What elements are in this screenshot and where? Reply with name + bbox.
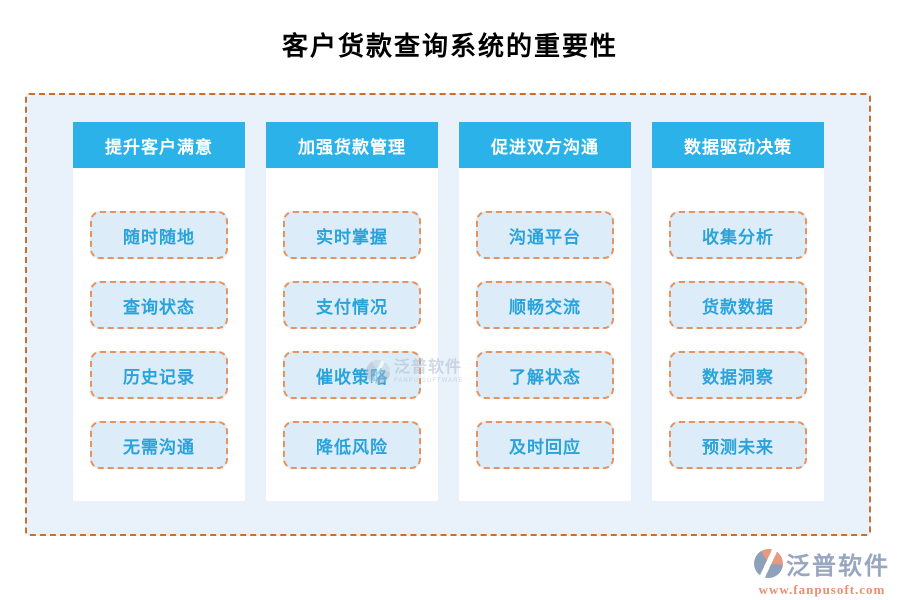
item-box: 历史记录 [90,351,228,399]
item-box: 收集分析 [669,211,807,259]
column-customer-satisfaction: 提升客户满意 随时随地 查询状态 历史记录 无需沟通 [73,122,245,501]
item-box: 沟通平台 [476,211,614,259]
item-box: 查询状态 [90,281,228,329]
item-box: 催收策略 [283,351,421,399]
column-mutual-communication: 促进双方沟通 沟通平台 顺畅交流 了解状态 及时回应 [459,122,631,501]
item-box: 实时掌握 [283,211,421,259]
column-header: 提升客户满意 [73,122,245,168]
column-items: 收集分析 货款数据 数据洞察 预测未来 [652,168,824,469]
column-items: 沟通平台 顺畅交流 了解状态 及时回应 [459,168,631,469]
item-box: 预测未来 [669,421,807,469]
brand-mark: 泛普软件 www.fanpusoft.com [754,546,890,598]
item-box: 了解状态 [476,351,614,399]
item-box: 无需沟通 [90,421,228,469]
column-payment-management: 加强货款管理 实时掌握 支付情况 催收策略 降低风险 [266,122,438,501]
column-data-driven-decision: 数据驱动决策 收集分析 货款数据 数据洞察 预测未来 [652,122,824,501]
page-title: 客户货款查询系统的重要性 [281,31,618,61]
column-header: 促进双方沟通 [459,122,631,168]
item-box: 货款数据 [669,281,807,329]
fanpu-logo-icon [754,549,783,578]
column-header: 数据驱动决策 [652,122,824,168]
column-header: 加强货款管理 [266,122,438,168]
item-box: 及时回应 [476,421,614,469]
item-box: 降低风险 [283,421,421,469]
item-box: 数据洞察 [669,351,807,399]
brand-name: 泛普软件 [786,553,890,580]
item-box: 支付情况 [283,281,421,329]
column-items: 实时掌握 支付情况 催收策略 降低风险 [266,168,438,469]
brand-url: www.fanpusoft.com [758,582,886,597]
column-items: 随时随地 查询状态 历史记录 无需沟通 [73,168,245,469]
diagram-board: 提升客户满意 随时随地 查询状态 历史记录 无需沟通 加强货款管理 实时掌握 支… [25,93,871,536]
item-box: 顺畅交流 [476,281,614,329]
item-box: 随时随地 [90,211,228,259]
